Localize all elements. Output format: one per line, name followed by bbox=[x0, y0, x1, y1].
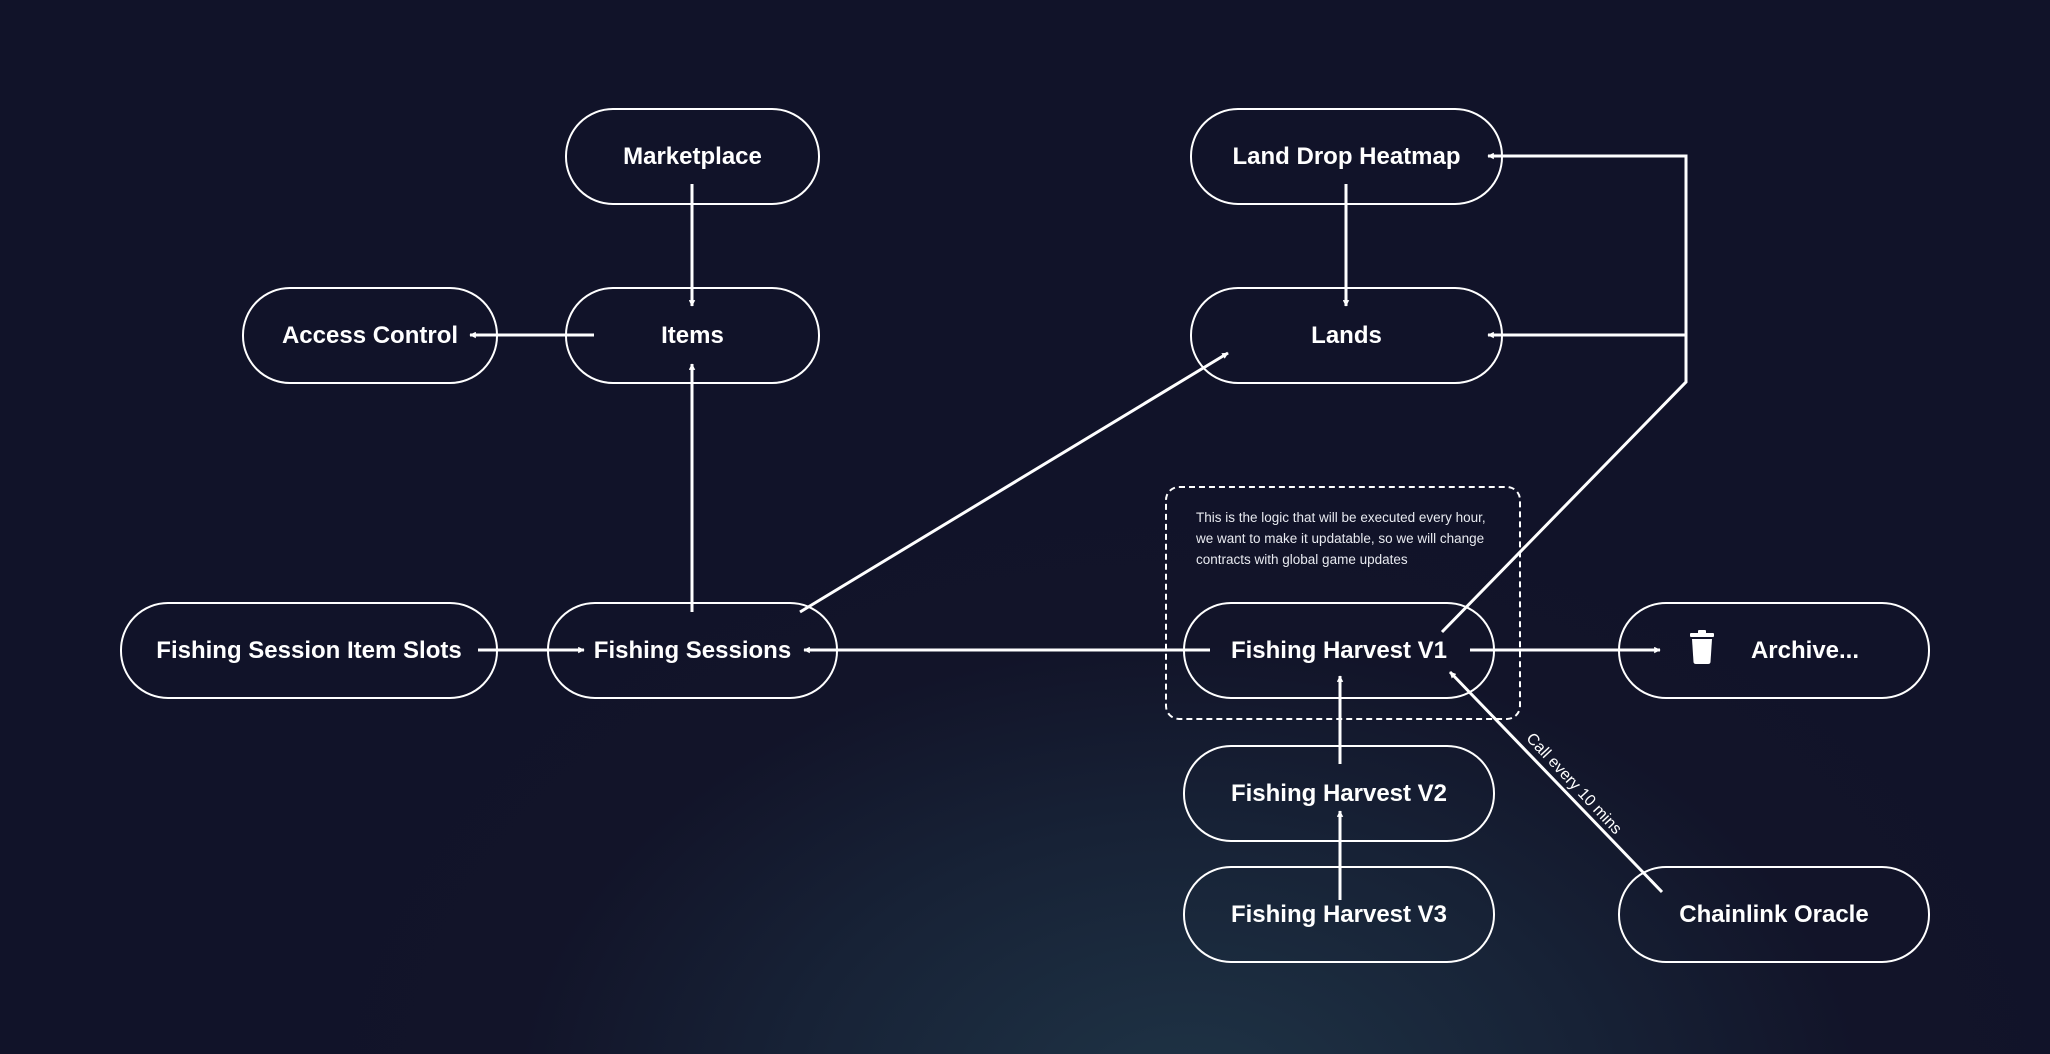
node-fishing-harvest-v2[interactable]: Fishing Harvest V2 bbox=[1183, 745, 1495, 842]
logic-note: This is the logic that will be executed … bbox=[1196, 510, 1486, 567]
node-label: Fishing Sessions bbox=[593, 636, 792, 664]
node-label: Chainlink Oracle bbox=[1679, 900, 1869, 928]
node-label: Marketplace bbox=[623, 142, 762, 170]
node-fishing-sessions[interactable]: Fishing Sessions bbox=[547, 602, 838, 699]
node-lands[interactable]: Lands bbox=[1190, 287, 1503, 384]
trash-icon bbox=[1689, 630, 1715, 671]
node-fishing-harvest-v3[interactable]: Fishing Harvest V3 bbox=[1183, 866, 1495, 963]
edge-oracle-harvest bbox=[1448, 670, 1664, 894]
node-label: Fishing Harvest V1 bbox=[1230, 636, 1448, 664]
node-chainlink-oracle[interactable]: Chainlink Oracle bbox=[1618, 866, 1930, 963]
node-access-control[interactable]: Access Control bbox=[242, 287, 498, 384]
node-label: Archive... bbox=[1750, 636, 1860, 664]
node-archive[interactable]: Archive... bbox=[1618, 602, 1930, 699]
node-label: Access Control bbox=[281, 321, 459, 349]
logic-group-box bbox=[1165, 486, 1521, 720]
node-marketplace[interactable]: Marketplace bbox=[565, 108, 820, 205]
node-label: Land Drop Heatmap bbox=[1232, 142, 1461, 170]
node-label: Fishing Harvest V2 bbox=[1230, 779, 1448, 807]
node-label: Fishing Session Item Slots bbox=[156, 636, 462, 664]
edge-harvest-route bbox=[1440, 152, 1688, 634]
node-fishing-harvest-v1[interactable]: Fishing Harvest V1 bbox=[1183, 602, 1495, 699]
node-label: Lands bbox=[1311, 321, 1382, 349]
edge-sessions-lands bbox=[799, 351, 1229, 614]
node-label: Items bbox=[661, 321, 724, 349]
node-items[interactable]: Items bbox=[565, 287, 820, 384]
node-land-drop-heatmap[interactable]: Land Drop Heatmap bbox=[1190, 108, 1503, 205]
node-label: Fishing Harvest V3 bbox=[1230, 900, 1448, 928]
node-fishing-session-item-slots[interactable]: Fishing Session Item Slots bbox=[120, 602, 498, 699]
